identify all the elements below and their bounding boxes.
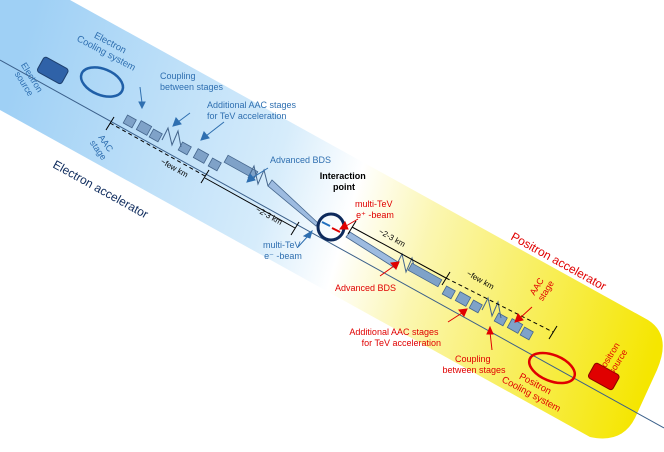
accelerator-band — [0, 0, 663, 439]
positron-aac-stages — [407, 262, 534, 341]
electron-pointer-arrows — [138, 86, 313, 248]
positron-cooling-ring-icon — [527, 351, 577, 385]
electron-coupling-zigzag — [161, 126, 182, 148]
coupling-label-electron: Coupling between stages — [160, 71, 224, 92]
positron-source-icon — [587, 362, 620, 391]
multi-tev-electron-label: multi-TeV e⁻ -beam — [263, 240, 303, 261]
positron-pointer-arrows — [339, 218, 533, 351]
electron-bds-zigzag — [247, 164, 269, 187]
interaction-point-label: Interaction point — [320, 171, 369, 192]
electron-dimension-lines — [105, 116, 300, 236]
positron-bds-zigzag — [395, 252, 417, 275]
coupling-label-positron: Coupling between stages — [442, 354, 506, 375]
advanced-bds-label-electron: Advanced BDS — [270, 155, 331, 165]
advanced-bds-label-positron: Advanced BDS — [335, 283, 396, 293]
additional-aac-label-positron: Additional AAC stages for TeV accelerati… — [349, 327, 441, 348]
additional-aac-label-electron: Additional AAC stages for TeV accelerati… — [207, 100, 299, 121]
multi-tev-positron-label: multi-TeV e⁺ -beam — [355, 199, 395, 220]
electron-source-icon — [36, 56, 69, 85]
beam-axis — [0, 59, 664, 429]
positron-dimension-lines — [347, 220, 558, 340]
positron-coupling-zigzag — [481, 296, 502, 319]
electron-cooling-ring-icon — [79, 66, 125, 98]
